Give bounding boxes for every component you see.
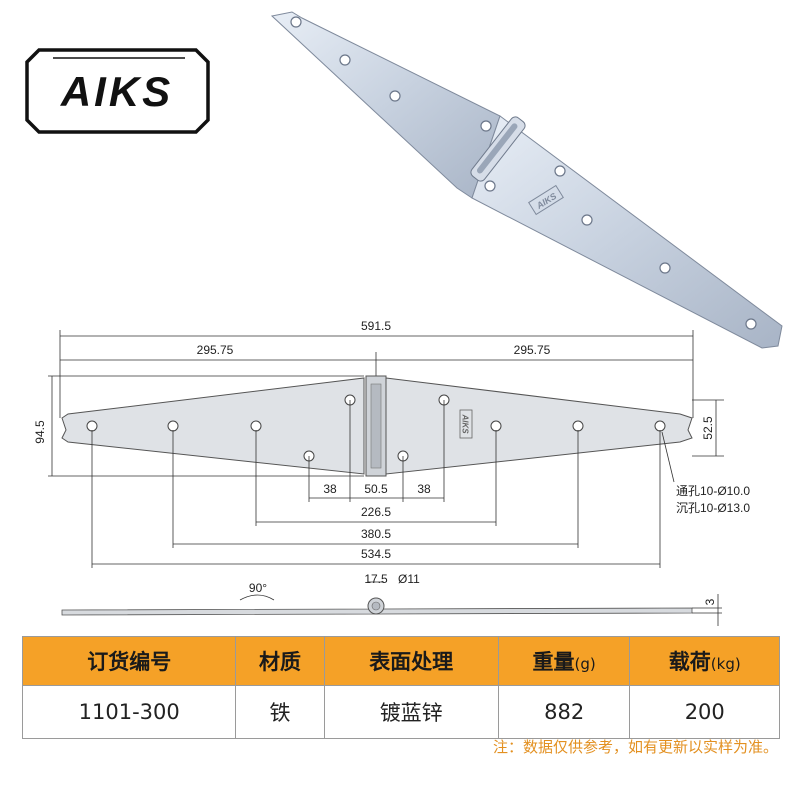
spec-table: 订货编号 材质 表面处理 重量(g) 载荷(kg) 1101-300 铁 镀蓝锌…	[21, 636, 780, 739]
cell-material: 铁	[235, 685, 325, 739]
header-finish: 表面处理	[323, 636, 499, 686]
header-material: 材质	[235, 636, 325, 686]
dim-pin-diameter: Ø11	[398, 572, 420, 586]
through-hole-callout: 通孔10-Ø10.0	[676, 484, 750, 498]
hinge-product-photo: AIKS	[270, 11, 783, 349]
cell-order-no: 1101-300	[21, 685, 237, 739]
hinge-leaf-lower	[471, 115, 783, 349]
dim-hole-gap-right: 38	[417, 482, 431, 496]
table-row: 1101-300 铁 镀蓝锌 882 200	[21, 685, 780, 739]
header-weight: 重量(g)	[497, 636, 631, 686]
dim-half-left: 295.75	[197, 343, 234, 357]
header-load: 载荷(kg)	[629, 636, 780, 686]
hinge-knuckle	[470, 116, 526, 182]
dim-height: 94.5	[33, 420, 47, 444]
dim-knuckle-gap: 50.5	[364, 482, 388, 496]
dim-span-inner: 226.5	[361, 505, 391, 519]
header-order-no: 订货编号	[21, 636, 237, 686]
cell-finish: 镀蓝锌	[323, 685, 499, 739]
engraved-logo-front: AIKS	[459, 409, 473, 439]
hinge-leaf-upper	[270, 11, 501, 199]
dim-half-right: 295.75	[514, 343, 551, 357]
dim-knuckle-width: 17.5	[364, 572, 388, 586]
cell-weight: 882	[497, 685, 631, 739]
aiks-logo: AIKS	[25, 48, 210, 134]
hinge-front-view	[61, 377, 365, 475]
svg-text:AIKS: AIKS	[461, 413, 470, 434]
dim-span-middle: 380.5	[361, 527, 391, 541]
logo-text: AIKS	[60, 68, 173, 115]
technical-drawing: 591.5 295.75 295.75 AIKS 94.5 52.5 通孔10-…	[33, 319, 750, 626]
mounting-holes	[290, 16, 757, 330]
disclaimer-note: 注：数据仅供参考，如有更新以实样为准。	[492, 738, 778, 756]
dim-opening-angle: 90°	[249, 581, 267, 595]
dim-thickness: 3	[703, 598, 717, 605]
cell-load: 200	[629, 685, 780, 739]
dim-total-length: 591.5	[361, 319, 391, 333]
countersink-callout: 沉孔10-Ø13.0	[676, 501, 750, 515]
dim-hole-gap-left: 38	[323, 482, 337, 496]
dim-leaf-height: 52.5	[701, 416, 715, 440]
dim-span-outer: 534.5	[361, 547, 391, 561]
